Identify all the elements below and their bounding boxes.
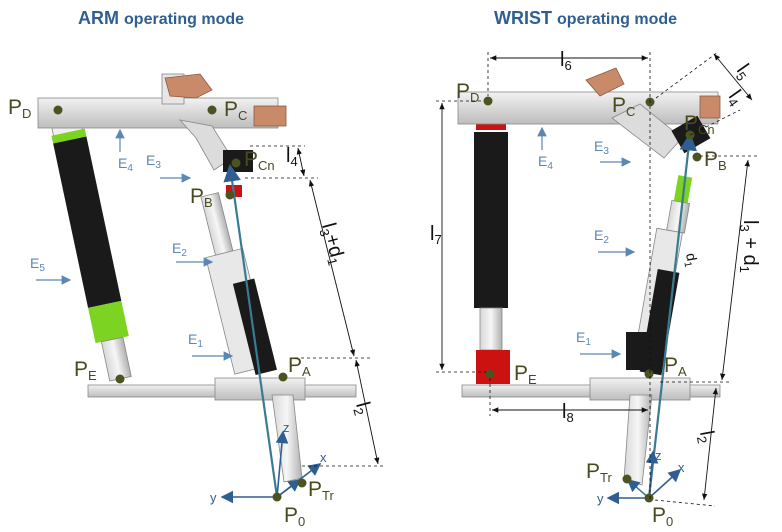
wrist-point-ptr (622, 474, 632, 484)
arm-label-pc: PC (224, 98, 247, 123)
wrist-link-line (647, 132, 698, 499)
wrist-point-pb (692, 152, 702, 162)
arm-label-e1: E1 (188, 331, 203, 350)
wrist-label-e3: E3 (594, 138, 609, 157)
arm-label-ptr: PTr (308, 478, 334, 503)
wrist-axis-z-label: z (655, 448, 662, 463)
wrist-label-e4: E4 (538, 153, 553, 172)
arm-point-pb (225, 190, 235, 200)
arm-axis-y-label: y (210, 490, 217, 505)
arm-dim-l3d1: l3+d1 (315, 221, 349, 268)
arm-point-pe (115, 374, 125, 384)
wrist-label-pd: PD (456, 80, 479, 105)
arm-point-p0 (272, 492, 282, 502)
arm-point-pa (278, 372, 288, 382)
wrist-title-sub: operating mode (557, 11, 678, 28)
arm-axis-z-label: z (283, 420, 290, 435)
arm-axis-x-label: x (320, 450, 327, 465)
wrist-lower-strut (623, 394, 653, 486)
wrist-label-e2: E2 (594, 227, 609, 246)
arm-title-main: ARM (78, 8, 119, 28)
arm-label-e2: E2 (172, 240, 187, 259)
arm-point-pcn (231, 158, 241, 168)
arm-point-pd (53, 105, 63, 115)
arm-point-pc (207, 105, 217, 115)
wrist-dim-l4: l4 (722, 86, 748, 109)
arm-actuator-e1e2 (200, 192, 277, 376)
wrist-title-main: WRIST (494, 8, 552, 28)
arm-hand-knob (164, 73, 213, 99)
wrist-label-ptr: PTr (586, 460, 612, 485)
arm-dim-l4: l4 (286, 145, 298, 169)
arm-label-p0: P0 (284, 504, 305, 529)
arm-lower-strut (271, 394, 303, 483)
wrist-dim-l7: l7 (430, 223, 442, 247)
wrist-axis-x (648, 468, 682, 499)
arm-point-ptr (297, 478, 307, 488)
arm-link-line (223, 163, 279, 498)
wrist-top-beam (457, 91, 719, 125)
arm-label-pe: PE (74, 358, 97, 383)
wrist-point-p0 (644, 493, 654, 503)
wrist-dim-l6: l6 (560, 49, 572, 73)
wrist-point-pa (644, 369, 654, 379)
arm-label-pa: PA (288, 354, 311, 379)
wrist-mode-title: WRIST operating mode (494, 8, 677, 29)
wrist-actuator-vertical (474, 118, 510, 384)
wrist-mode-robot: y z x PD PC PCn PB PA PE PTr P0 E4 E3 E2… (430, 49, 761, 529)
arm-axis-z (275, 430, 289, 498)
wrist-label-pc: PC (612, 94, 635, 119)
wrist-axis-y-label: y (597, 491, 604, 506)
wrist-label-p0: P0 (652, 504, 673, 529)
arm-mode-title: ARM operating mode (78, 8, 244, 29)
wrist-point-pe (485, 369, 495, 379)
wrist-dim-l5: l5 (730, 60, 756, 83)
wrist-label-pe: PE (514, 362, 537, 387)
wrist-label-pa: PA (664, 354, 687, 379)
arm-label-pb: PB (190, 185, 213, 210)
arm-dim-l2: l2 (349, 400, 375, 418)
wrist-dim-d1: d1 (680, 252, 701, 269)
arm-label-e5: E5 (30, 255, 45, 274)
arm-label-pd: PD (8, 96, 31, 121)
arm-label-pcn: PCn (244, 148, 275, 173)
arm-top-beam (37, 97, 279, 129)
wrist-dim-l2: l2 (693, 429, 719, 445)
wrist-label-pb: PB (704, 148, 727, 173)
wrist-label-e1: E1 (576, 329, 591, 348)
arm-label-e4: E4 (118, 155, 133, 174)
wrist-axis-x-label: x (678, 460, 685, 475)
wrist-label-pcn: PCn (684, 112, 715, 137)
wrist-point-pd (483, 96, 493, 106)
wrist-dim-l3d1: l3 + d1 (737, 220, 761, 273)
wrist-dim-l8: l8 (562, 401, 574, 425)
arm-label-e3: E3 (146, 152, 161, 171)
arm-title-sub: operating mode (124, 11, 245, 28)
arm-mode-robot: y z x PD PC PCn PB PA PE PTr P0 E4 E3 E2… (8, 73, 385, 529)
